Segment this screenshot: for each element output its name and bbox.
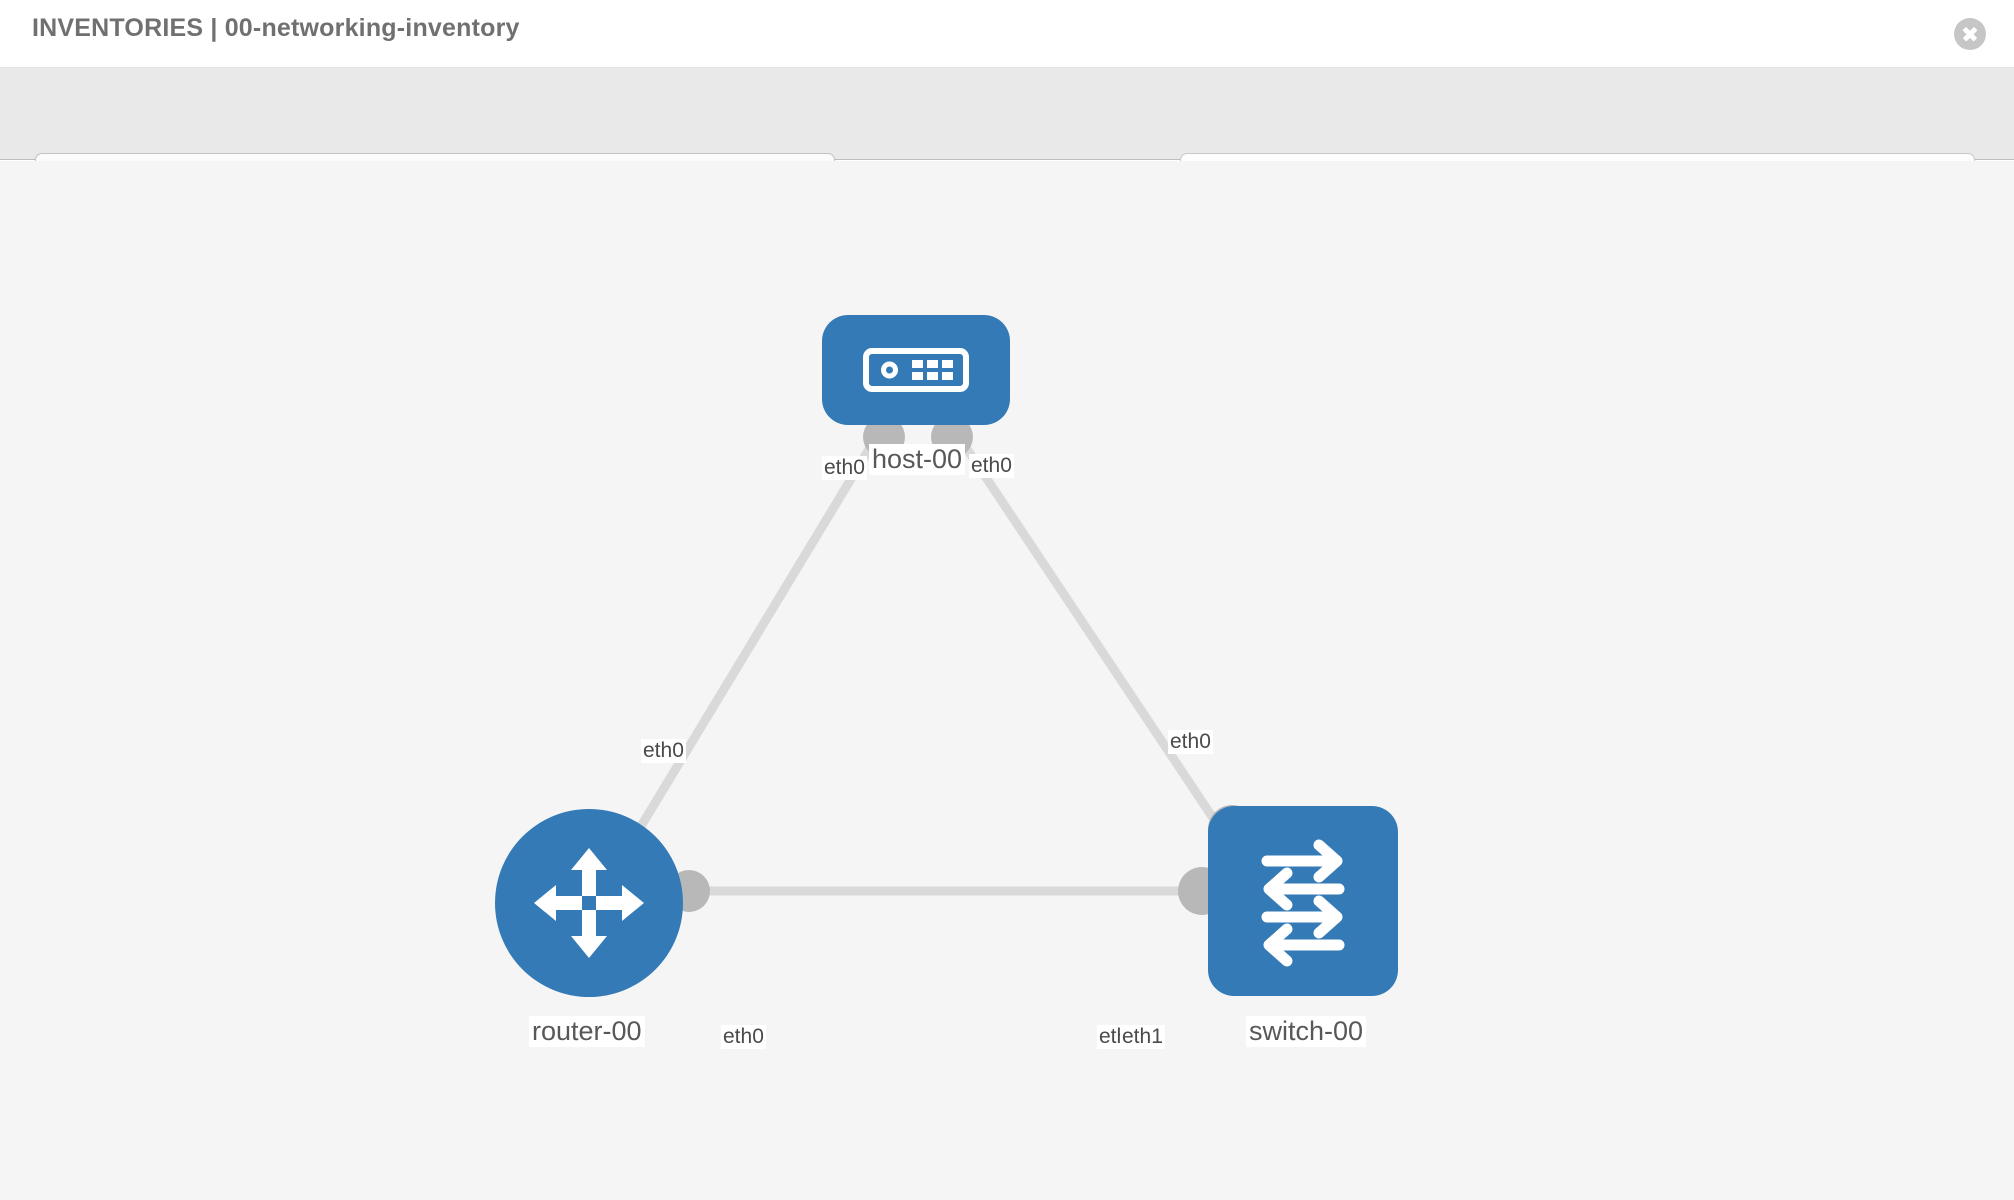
node-label-router-00: router-00 (529, 1016, 645, 1047)
interface-label-router-uplink: eth0 (641, 739, 686, 763)
interface-label-switch-uplink: eth0 (1168, 730, 1213, 754)
interface-label-switch-left-1: eth1 (1120, 1025, 1165, 1049)
interface-label-host-right: eth0 (969, 454, 1014, 478)
server-icon (863, 348, 969, 392)
server-led-icon (881, 361, 898, 379)
topology-canvas[interactable]: host-00 router-00 switch-00 eth0 eth0 et… (0, 161, 2014, 1200)
close-icon[interactable] (1954, 18, 1986, 50)
topology-node-host-00[interactable] (822, 315, 1010, 425)
page-header: INVENTORIES | 00-networking-inventory (0, 0, 2014, 68)
interface-label-router-right: eth0 (721, 1025, 766, 1049)
node-label-host-00: host-00 (869, 444, 966, 475)
topology-node-router-00[interactable] (495, 809, 683, 997)
interface-label-host-left: eth0 (822, 456, 867, 480)
page-title: INVENTORIES | 00-networking-inventory (32, 14, 520, 42)
topology-node-switch-00[interactable] (1208, 806, 1398, 996)
router-arrows-icon (534, 848, 644, 958)
toolbar: ACTIONS SEARCH (0, 68, 2014, 205)
node-label-switch-00: switch-00 (1246, 1016, 1367, 1047)
topology-edges (616, 416, 1256, 915)
server-grid-icon (912, 360, 953, 380)
switch-arrows-icon (1261, 839, 1345, 967)
